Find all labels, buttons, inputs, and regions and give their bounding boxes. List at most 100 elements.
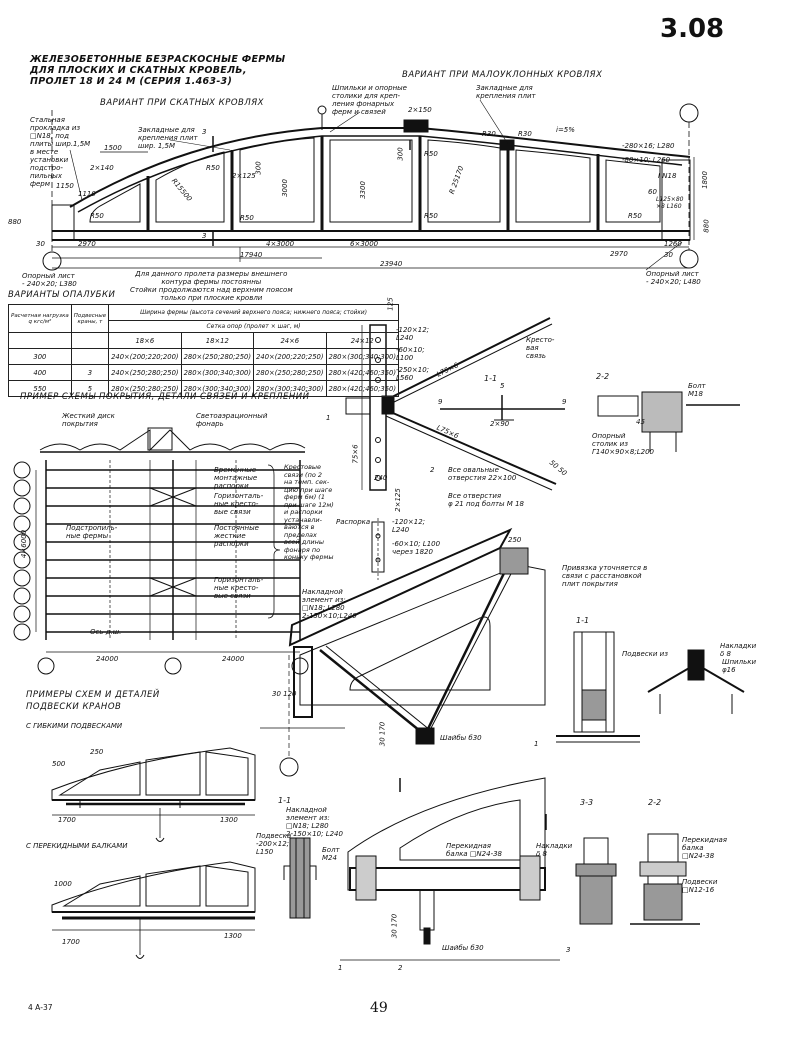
- dim-1300-b: 1300: [224, 932, 242, 940]
- table-header-crane: Подвесные краны, т: [70, 304, 110, 333]
- dim-plate-280: -280×16; L280: [622, 142, 675, 150]
- table-cell: 280×(420;460;350): [325, 380, 400, 397]
- note-embedded-left: Закладные для крепления плит шир. 1,5М: [138, 126, 198, 150]
- table-header-grid: Сетка опор (пролет × шаг, м): [108, 320, 400, 333]
- label-sub-trusses: Подстропиль- ные фермы: [66, 524, 118, 540]
- section-3-3: 3-3: [580, 798, 594, 807]
- variant-flat-label: ВАРИАНТ ПРИ МАЛОУКЛОННЫХ КРОВЛЯХ: [402, 70, 603, 80]
- section-mark-3b: 3: [202, 232, 207, 240]
- variant-pitched-label: ВАРИАНТ ПРИ СКАТНЫХ КРОВЛЯХ: [100, 98, 264, 108]
- crane-scheme-flexible: [51, 747, 256, 842]
- label-flexible-hangers: С ГИБКИМИ ПОДВЕСКАМИ: [26, 722, 123, 730]
- dim-17940: 17940: [240, 251, 263, 259]
- dim-880-left: 880: [8, 218, 22, 226]
- dim-2x125-b: 2×125: [393, 488, 402, 512]
- note-support-left: Опорный лист - 240×20; L380: [22, 272, 77, 288]
- dim-5: 5: [500, 382, 505, 390]
- note-round-holes: Все отверстия φ 21 под болты М 18: [448, 492, 524, 508]
- column-section-right: [556, 631, 745, 743]
- table-grid-4: 24×12: [325, 332, 400, 349]
- label-transfer-beam-2: Перекидная балка □N24-38: [682, 836, 728, 860]
- label-plates: Накладки δ 8: [720, 642, 757, 658]
- dim-125: 125: [386, 297, 395, 311]
- table-cell: 280×(250;280;250): [253, 364, 327, 381]
- dim-3000: 3000: [280, 179, 289, 197]
- sheet-number: 3.08: [660, 14, 725, 44]
- dim-r30-2: R30: [518, 130, 532, 138]
- section-mark-2-hanger: 2: [398, 964, 403, 972]
- dim-45: 45: [636, 418, 645, 426]
- dim-30-right: 30: [664, 251, 673, 259]
- note-embedded-right: Закладные для крепления плит: [476, 84, 536, 100]
- roof-scheme-plan: [13, 427, 309, 675]
- dim-2970-right: 2970: [610, 250, 628, 258]
- title-line-2: ДЛЯ ПЛОСКИХ И СКАТНЫХ КРОВЕЛЬ,: [30, 65, 247, 76]
- title-line-1: ЖЕЛЕЗОБЕТОННЫЕ БЕЗРАСКОСНЫЕ ФЕРМЫ: [30, 54, 286, 65]
- dim-2x140: 2×140: [90, 164, 114, 172]
- plate-250: -250×10; L560: [396, 366, 430, 382]
- dim-r50-4: R50: [424, 150, 438, 158]
- dim-24000-a: 24000: [96, 655, 119, 663]
- formwork-title: ВАРИАНТЫ ОПАЛУБКИ: [8, 290, 116, 300]
- dim-plate-80: -80×10; L260: [622, 156, 671, 164]
- dim-30-120: 30 120: [272, 690, 297, 698]
- dim-slope: i=5%: [556, 126, 575, 134]
- label-horizontal-braces-2: Горизонталь- ные кресто- вые связи: [214, 576, 264, 600]
- label-temp-struts: Временные монтажные распорки: [214, 466, 258, 490]
- plate-60: -60×10; L100: [396, 346, 425, 362]
- dim-4x6000: 4×6000: [20, 529, 29, 559]
- crane-title-1: ПРИМЕРЫ СХЕМ И ДЕТАЛЕЙ: [26, 690, 160, 700]
- dim-2x90: 2×90: [490, 420, 510, 428]
- section-2-2-hanger: 2-2: [648, 798, 662, 807]
- label-axis: Ось д.ш.: [90, 628, 122, 636]
- label-horizontal-braces-1: Горизонталь- ные кресто- вые связи: [214, 492, 264, 516]
- plate-60-b: -60×10; L100 через 1820: [392, 540, 441, 556]
- crane-title-2: ПОДВЕСКИ КРАНОВ: [26, 702, 122, 712]
- table-header-grid-text: Сетка опор (пролет × шаг, м): [206, 323, 301, 330]
- dim-1800: 1800: [700, 171, 709, 189]
- formwork-table: Расчетная нагрузка q кгс/м² Подвесные кр…: [8, 304, 400, 397]
- dim-r50-6: R50: [628, 212, 642, 220]
- dim-1500: 1500: [104, 144, 122, 152]
- dim-6x3000: 6×3000: [350, 240, 379, 248]
- table-cell: 240×(200;220;250): [253, 348, 327, 365]
- dim-30-left: 30: [36, 240, 45, 248]
- table-cell: 240×(200;220;200): [108, 348, 182, 365]
- section-1-1: 1-1: [484, 374, 498, 383]
- dim-500: 500: [52, 760, 66, 768]
- label-studs: Шпильки φ16: [722, 658, 756, 674]
- footer-code: 4 А-37: [28, 1003, 53, 1012]
- note-overlay-hanger: Накладной элемент из: □N18; L280 2-150×1…: [286, 806, 343, 838]
- label-strut: Распорка: [336, 518, 371, 526]
- bracing-detail: [345, 317, 740, 580]
- dim-75x6: 75×6: [351, 444, 360, 464]
- table-cell: 300: [8, 348, 72, 365]
- section-mark-3a: 3: [202, 128, 207, 136]
- crane-scheme-beams: [51, 861, 256, 959]
- dim-30-170-hanger: 30 170: [390, 913, 399, 939]
- note-oval-holes: Все овальные отверстия 22×100: [448, 466, 517, 482]
- dim-300-a: 300: [254, 161, 263, 175]
- dim-2970-left: 2970: [78, 240, 96, 248]
- dim-240: 240: [374, 474, 388, 482]
- dim-880-right: 880: [702, 219, 711, 233]
- dim-24000-b: 24000: [222, 655, 245, 663]
- page-number: 49: [370, 1000, 388, 1016]
- hanger-details: [283, 777, 700, 961]
- title-line-3: ПРОЛЕТ 18 И 24 М (СЕРИЯ 1.463-3): [30, 76, 233, 87]
- label-washers: Шайбы б30: [440, 734, 482, 742]
- table-spacer: [70, 332, 110, 349]
- dim-1700-a: 1700: [58, 816, 76, 824]
- support-table: Опорный столик из Г140×90×8;L200: [592, 432, 654, 456]
- label-transfer-beams: С ПЕРЕКИДНЫМИ БАЛКАМИ: [26, 842, 128, 850]
- table-cell: 280×(300;340;300): [180, 380, 255, 397]
- label-rigid-disk: Жесткий диск покрытия: [62, 412, 115, 428]
- section-mark-3-hanger: 3: [566, 946, 571, 954]
- bolt-m18: Болт М18: [688, 382, 706, 398]
- label-hangers: Подвески из: [622, 650, 668, 658]
- label-bolt-m24: Болт М24: [322, 846, 340, 862]
- table-spacer: [8, 332, 72, 349]
- table-grid-1: 18×6: [108, 332, 182, 349]
